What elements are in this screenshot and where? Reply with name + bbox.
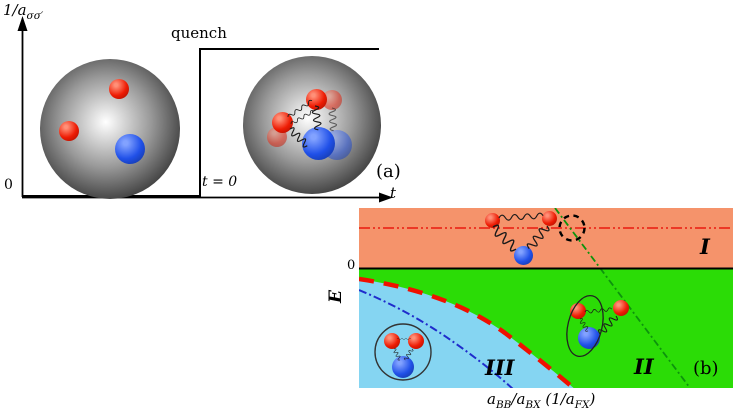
step-time-label: t = 0 (202, 174, 238, 190)
red-particle-icon (613, 300, 629, 316)
blue-dashdot-curve (359, 289, 514, 388)
red-particle-icon (306, 89, 327, 110)
region-II-label: II (634, 354, 654, 379)
red-particle-ghost-icon (322, 90, 342, 110)
red-particle-icon (59, 121, 79, 141)
panel-a-x-axis-label: t (390, 184, 397, 202)
spring-icon (392, 337, 414, 362)
red-particle-icon (542, 211, 557, 226)
panel-a-y-axis-label: 1/aσσ′ (3, 1, 44, 22)
blue-particle-icon (578, 327, 600, 349)
panel-a-origin-label: 0 (4, 177, 13, 193)
red-particle-icon (408, 333, 424, 349)
dashed-circle-icon (558, 214, 586, 242)
panel-b-tag: (b) (693, 358, 719, 379)
trimer-bound-state-circle (374, 323, 432, 381)
panel-a-tag: (a) (376, 161, 401, 182)
panel-b-zero-label: 0 (347, 258, 356, 273)
red-particle-icon (384, 333, 400, 349)
blue-particle-icon (392, 356, 414, 378)
red-particle-icon (485, 213, 500, 228)
panel-b-x-axis-label: aBB/aBX (1/aFX) (487, 390, 596, 411)
x-axis-arrow-icon (379, 192, 393, 203)
panel-b-y-axis-label: E (325, 290, 346, 303)
blue-particle-icon (115, 134, 145, 164)
atom-cloud-icon (243, 56, 381, 194)
quench-label: quench (171, 24, 227, 42)
spring-icon (577, 307, 620, 337)
region-III-label: III (485, 355, 515, 380)
spring-icon (286, 98, 338, 149)
red-dashed-boundary-curve (359, 276, 578, 388)
spring-icon (489, 212, 551, 254)
y-axis-arrow-icon (17, 16, 28, 31)
dimer-bound-state-ellipse (566, 294, 604, 358)
red-particle-icon (272, 112, 293, 133)
region-I-label: I (700, 234, 710, 259)
blue-particle-icon (514, 246, 533, 265)
red-particle-icon (109, 79, 129, 99)
blue-particle-icon (302, 127, 335, 160)
